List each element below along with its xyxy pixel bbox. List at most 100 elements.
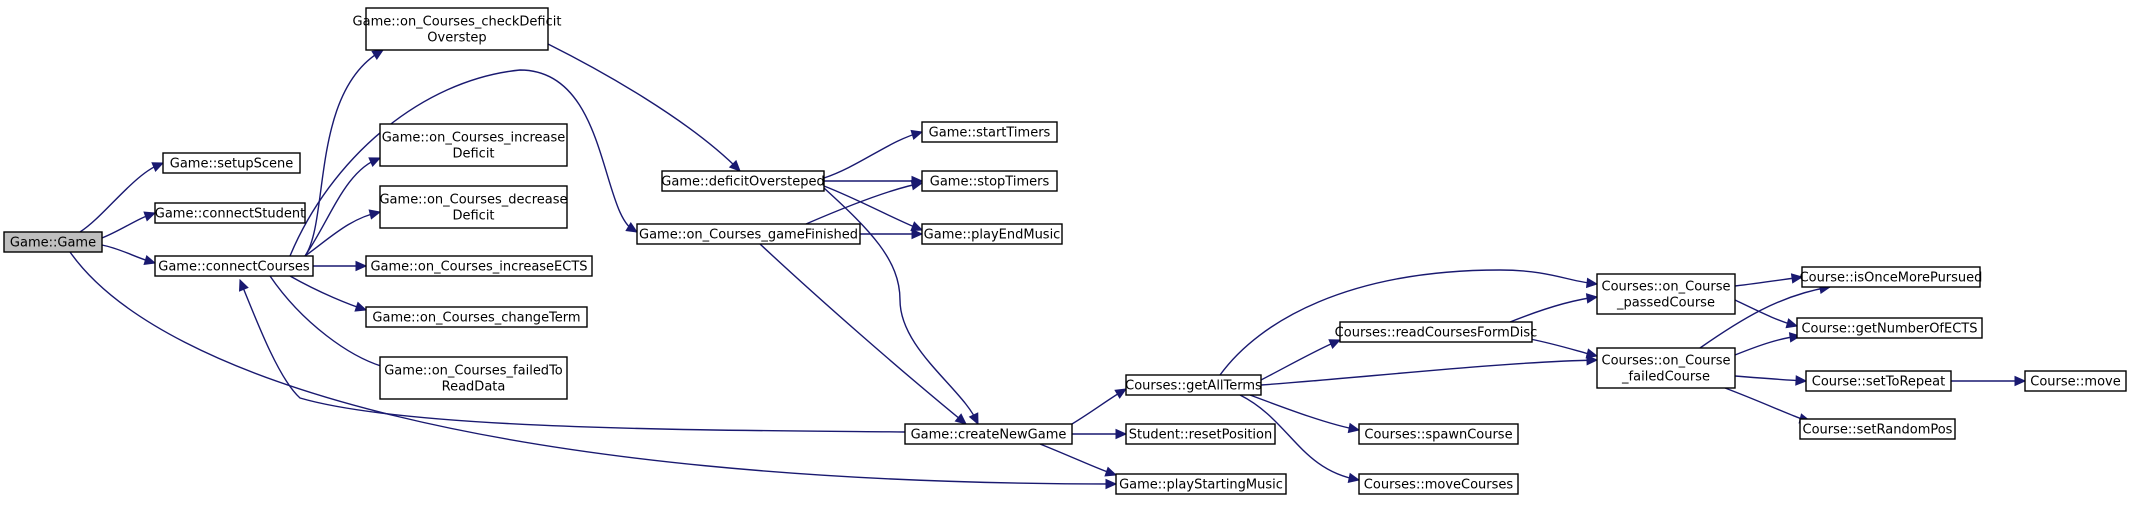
node-box	[154, 255, 314, 277]
node-game[interactable]: Game::Game	[3, 231, 103, 253]
node-label: Student::resetPosition	[1129, 428, 1272, 443]
node-box	[921, 121, 1058, 143]
edge-line	[1039, 443, 1117, 476]
node-move[interactable]: Course::move	[2024, 370, 2127, 392]
arrowhead-icon	[1115, 428, 1128, 440]
node-label: Courses::getAllTerms	[1125, 379, 1262, 394]
node-spawn-course[interactable]: Courses::spawnCourse	[1358, 423, 1519, 445]
edges-layer	[69, 43, 2027, 490]
edge-connectCourses-to-increaseDeficit	[304, 157, 382, 257]
edge-line	[759, 243, 967, 425]
node-connect-courses[interactable]: Game::connectCourses	[154, 255, 314, 277]
node-box	[365, 306, 588, 328]
arrowhead-icon	[239, 278, 249, 292]
edge-deficitOversteped-to-startTimers	[823, 129, 924, 179]
node-connect-student[interactable]: Game::connectStudent	[154, 202, 306, 224]
edge-connectCourses-to-gameFinished	[289, 69, 639, 257]
node-label: ReadData	[442, 380, 506, 395]
node-box	[379, 356, 568, 400]
edge-line	[289, 275, 367, 311]
node-change-term[interactable]: Game::on_Courses_changeTerm	[365, 306, 588, 328]
node-label: Deficit	[452, 209, 494, 224]
edge-line	[304, 49, 384, 257]
arrowhead-icon	[1788, 332, 1802, 343]
arrowhead-icon	[911, 228, 924, 240]
arrowhead-icon	[910, 180, 924, 191]
edge-connectCourses-to-increaseECTS	[313, 260, 368, 272]
node-label: Deficit	[452, 147, 494, 162]
node-stop-timers[interactable]: Game::stopTimers	[921, 170, 1058, 192]
edge-gameFinished-to-stopTimers	[805, 180, 924, 225]
node-box	[1805, 370, 1952, 392]
node-start-timers[interactable]: Game::startTimers	[921, 121, 1058, 143]
edge-connectCourses-to-changeTerm	[289, 275, 368, 312]
node-label: Game::startTimers	[929, 126, 1051, 141]
arrowhead-icon	[1328, 339, 1342, 349]
edge-game-to-connectCourses	[101, 244, 157, 266]
arrowhead-icon	[1585, 277, 1599, 289]
arrowhead-icon	[355, 260, 368, 272]
node-game-finished[interactable]: Game::on_Courses_gameFinished	[636, 223, 861, 245]
node-create-new-game[interactable]: Game::createNewGame	[904, 423, 1073, 445]
node-label: Overstep	[427, 31, 486, 46]
edge-createNewGame-to-connectCourses	[239, 278, 906, 433]
node-get-all-terms[interactable]: Courses::getAllTerms	[1125, 374, 1262, 396]
node-read-courses[interactable]: Courses::readCoursesFormDisc	[1335, 321, 1538, 343]
arrowhead-icon	[1795, 375, 1808, 386]
node-reset-position[interactable]: Student::resetPosition	[1125, 423, 1276, 445]
node-label: Courses::on_Course	[1602, 280, 1731, 295]
node-set-random-pos[interactable]: Course::setRandomPos	[1799, 418, 1956, 440]
node-label: Game::on_Courses_decrease	[379, 193, 567, 208]
node-label: Game::connectCourses	[158, 260, 310, 275]
node-failed-course[interactable]: Courses::on_Course_failedCourse	[1596, 347, 1736, 389]
arrowhead-icon	[368, 157, 382, 168]
arrowhead-icon	[143, 254, 157, 266]
nodes-layer: Game::Game Game::setupSceneGame::connectS…	[3, 7, 2127, 495]
arrowhead-icon	[910, 221, 924, 232]
node-label: _failedCourse	[1621, 370, 1710, 385]
node-passed-course[interactable]: Courses::on_Course_passedCourse	[1596, 273, 1736, 315]
arrowhead-icon	[954, 413, 967, 425]
node-label: Course::move	[2030, 375, 2120, 390]
arrowhead-icon	[1785, 318, 1799, 329]
edge-getAllTerms-to-moveCourses	[1239, 394, 1361, 484]
node-setup-scene[interactable]: Game::setupScene	[162, 152, 301, 174]
node-get-number-e-c-t-s[interactable]: Course::getNumberOfECTS	[1796, 317, 1983, 339]
edge-line	[547, 43, 741, 172]
edge-line	[69, 251, 1117, 485]
node-box	[365, 7, 549, 51]
node-box	[636, 223, 861, 245]
arrowhead-icon	[2014, 375, 2027, 387]
edge-createNewGame-to-playStartingMusic	[1039, 443, 1118, 477]
arrowhead-icon	[910, 129, 924, 141]
node-label: Courses::spawnCourse	[1364, 428, 1512, 443]
node-label: _passedCourse	[1616, 296, 1715, 311]
node-play-end-music[interactable]: Game::playEndMusic	[921, 223, 1063, 245]
node-set-to-repeat[interactable]: Course::setToRepeat	[1805, 370, 1952, 392]
arrowhead-icon	[1585, 293, 1599, 304]
arrowhead-icon	[1347, 472, 1361, 484]
node-label: Game::on_Courses_failedTo	[384, 364, 563, 379]
arrowhead-icon	[1114, 388, 1128, 399]
node-label: Game::deficitOversteped	[661, 175, 824, 190]
edge-line	[823, 131, 923, 179]
edge-createNewGame-to-resetPosition	[1072, 428, 1128, 440]
edge-line	[1260, 359, 1598, 386]
node-move-courses[interactable]: Courses::moveCourses	[1358, 473, 1519, 495]
arrowhead-icon	[1347, 422, 1361, 434]
node-box	[1801, 266, 1981, 288]
node-increase-e-c-t-s[interactable]: Game::on_Courses_increaseECTS	[365, 255, 593, 277]
node-play-starting-music[interactable]: Game::playStartingMusic	[1115, 473, 1287, 495]
node-label: Game::stopTimers	[930, 175, 1050, 190]
node-deficit-oversteped[interactable]: Game::deficitOversteped	[661, 170, 825, 192]
edge-connectCourses-to-decreaseDeficit	[304, 209, 382, 257]
edge-getAllTerms-to-readCourses	[1260, 339, 1342, 381]
node-box	[921, 223, 1063, 245]
node-is-once-more[interactable]: Course::isOnceMorePursued	[1800, 266, 1983, 288]
arrowhead-icon	[1105, 478, 1118, 490]
